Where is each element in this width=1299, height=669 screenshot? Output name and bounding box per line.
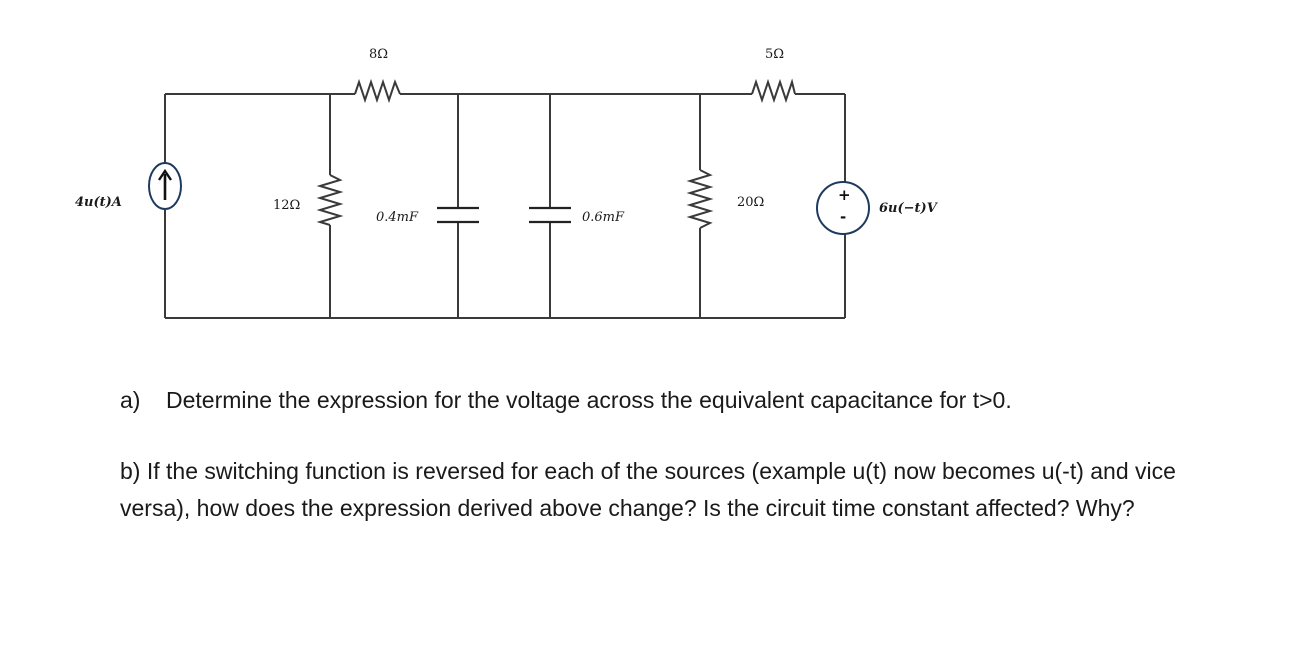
question-a-label: a): [120, 387, 141, 413]
capacitor-0.4mF: [437, 206, 479, 224]
question-a: a) Determine the expression for the volta…: [120, 382, 1012, 419]
minus-sign: -: [840, 208, 846, 226]
resistor-12-ohm-label: 12Ω: [273, 198, 300, 213]
resistor-12-ohm: [316, 174, 344, 226]
resistor-5-ohm-label: 5Ω: [765, 47, 784, 62]
resistor-20-ohm-label: 20Ω: [737, 195, 764, 210]
resistor-8-ohm: [354, 78, 401, 104]
current-source: [148, 162, 182, 210]
circuit-wires: [164, 93, 846, 319]
voltage-source-label: 6u(−t)V: [879, 201, 939, 216]
resistor-5-ohm: [751, 78, 796, 104]
current-source-label: 4u(t)A: [75, 195, 122, 210]
capacitor-0.4mF-label: 0.4mF: [376, 210, 419, 225]
capacitor-0.6mF-label: 0.6mF: [582, 210, 625, 225]
resistor-20-ohm: [686, 169, 714, 229]
voltage-source: [816, 181, 870, 235]
resistor-8-ohm-label: 8Ω: [369, 47, 388, 62]
question-b: b) If the switching function is reversed…: [120, 458, 1176, 521]
question-a-text: Determine the expression for the voltage…: [166, 387, 1012, 413]
plus-sign: +: [838, 186, 851, 204]
circuit-diagram: 4u(t)A 8Ω 12Ω 0.4mF 0.6mF 20Ω 5Ω + - 6u(…: [75, 47, 939, 319]
capacitor-0.6mF: [529, 206, 571, 224]
